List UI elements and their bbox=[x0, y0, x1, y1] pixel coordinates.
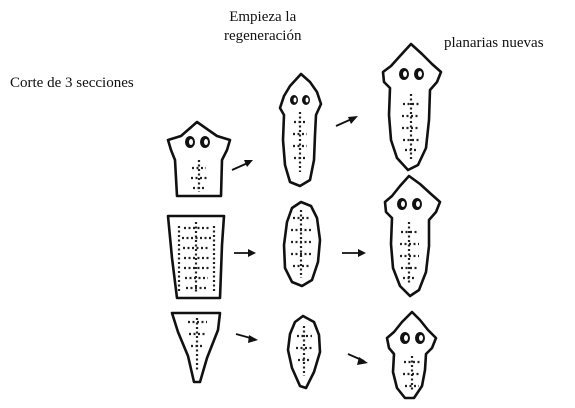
arrow-tail-to-regen bbox=[236, 334, 258, 343]
cut-tail-piece bbox=[172, 313, 220, 382]
new-planarian-3 bbox=[387, 312, 436, 398]
cut-head-piece bbox=[168, 122, 230, 196]
new-planarian-1 bbox=[383, 44, 441, 170]
arrow-head-to-regen bbox=[232, 160, 253, 170]
new-planarian-2 bbox=[385, 176, 440, 296]
arrow-regen-head-to-new bbox=[336, 116, 358, 126]
regenerating-tail-piece bbox=[288, 316, 320, 388]
arrow-regen-middle-to-new bbox=[342, 249, 366, 257]
arrow-regen-tail-to-new bbox=[348, 354, 368, 365]
cut-middle-piece bbox=[168, 216, 224, 298]
regenerating-head-piece bbox=[280, 74, 321, 186]
regenerating-middle-piece bbox=[284, 202, 320, 286]
arrow-middle-to-regen bbox=[234, 249, 256, 257]
